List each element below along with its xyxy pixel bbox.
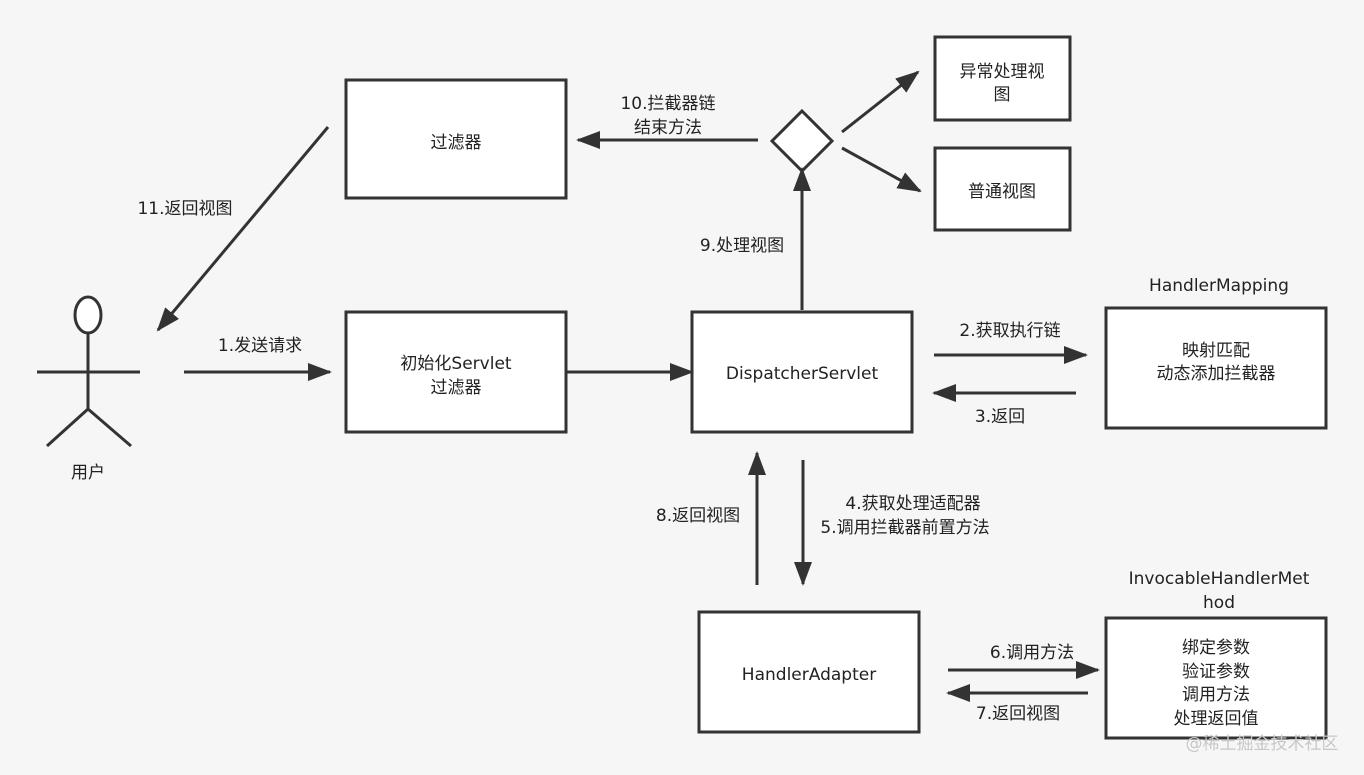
dispatcher-label: DispatcherServlet [726, 364, 879, 384]
invocable-title-1: InvocableHandlerMet [1129, 569, 1310, 589]
edge-label-10-line-2: 结束方法 [634, 118, 702, 138]
exception-view-line-1: 异常处理视 [960, 62, 1045, 82]
invocable-line-1: 绑定参数 [1182, 638, 1250, 658]
edge-label-4: 4.获取处理适配器 [845, 494, 980, 514]
normal-view-label: 普通视图 [968, 182, 1036, 202]
init-servlet-box: 初始化Servlet 过滤器 [344, 310, 568, 434]
edge-label-1: 1.发送请求 [218, 336, 302, 356]
user-label: 用户 [71, 463, 105, 483]
edge-label-11: 11.返回视图 [137, 199, 232, 219]
edge-label-8: 8.返回视图 [656, 506, 740, 526]
edge-label-5: 5.调用拦截器前置方法 [820, 518, 989, 538]
invocable-line-2: 验证参数 [1182, 662, 1250, 682]
exception-view-line-2: 图 [994, 85, 1011, 105]
arrow-11 [156, 126, 330, 332]
init-label-1: 初始化Servlet [400, 354, 511, 374]
dispatcher-servlet-box: DispatcherServlet [690, 310, 914, 434]
edge-label-10-line-1: 10.拦截器链 [620, 94, 715, 114]
edge-label-9: 9.处理视图 [700, 236, 784, 256]
invocable-handler-method-box: 绑定参数 验证参数 调用方法 处理返回值 [1104, 616, 1328, 740]
user-actor-icon [37, 295, 140, 448]
edge-label-2: 2.获取执行链 [959, 321, 1060, 341]
decision-diamond [769, 108, 835, 174]
arrow-to-normal-view [841, 146, 922, 193]
arrow-to-exception-view [841, 70, 920, 134]
edge-label-3: 3.返回 [975, 407, 1025, 427]
exception-view-box: 异常处理视 图 [933, 35, 1072, 122]
edge-label-7: 7.返回视图 [976, 704, 1060, 724]
watermark: @稀土掘金技术社区 [1186, 734, 1339, 754]
handler-adapter-box: HandlerAdapter [697, 610, 921, 734]
invocable-line-3: 调用方法 [1182, 685, 1250, 705]
normal-view-box: 普通视图 [933, 146, 1072, 232]
handler-mapping-line-1: 映射匹配 [1182, 341, 1250, 361]
handler-mapping-title: HandlerMapping [1149, 276, 1289, 296]
handler-adapter-label: HandlerAdapter [742, 665, 876, 685]
handler-mapping-box: 映射匹配 动态添加拦截器 [1104, 306, 1328, 430]
init-label-2: 过滤器 [431, 378, 482, 398]
invocable-title-2: hod [1203, 593, 1235, 613]
filter-box: 过滤器 [344, 78, 568, 200]
filter-label: 过滤器 [431, 133, 482, 153]
handler-mapping-line-2: 动态添加拦截器 [1157, 364, 1276, 384]
edge-label-6: 6.调用方法 [990, 643, 1074, 663]
invocable-line-4: 处理返回值 [1174, 709, 1259, 729]
